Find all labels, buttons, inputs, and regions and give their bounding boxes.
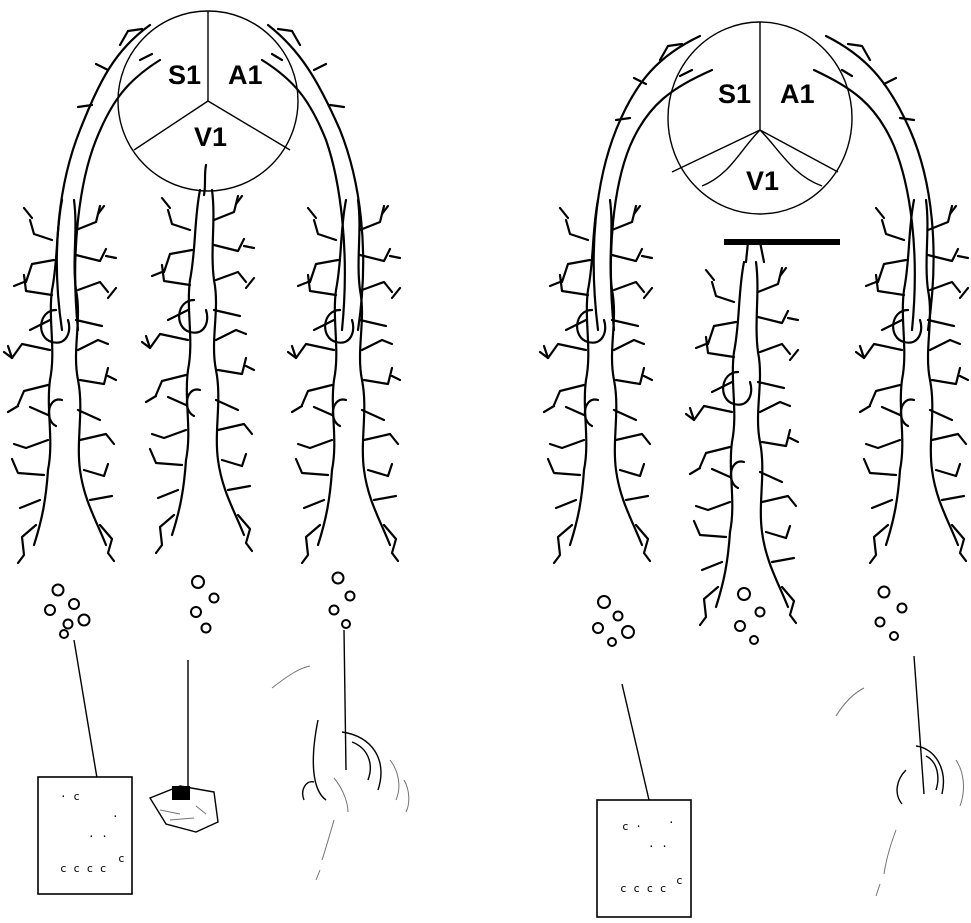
right-s1-label: S1	[718, 79, 751, 109]
vesicle-icon	[598, 596, 610, 608]
vesicle-icon	[593, 623, 603, 633]
svg-text:c c c c: c c c c	[620, 882, 666, 895]
vesicle-icon	[879, 587, 890, 598]
left-pathway-1	[4, 200, 116, 563]
right-a1-label: A1	[780, 79, 815, 109]
vesicle-icon	[735, 621, 745, 631]
svg-text:·: ·	[112, 810, 119, 823]
left-vesicles-1	[45, 585, 90, 639]
svg-text:c: c	[118, 852, 125, 865]
vesicle-icon	[756, 608, 765, 617]
left-a1-label: A1	[228, 60, 263, 90]
right-pathway-3	[856, 200, 968, 563]
left-ear-sketch-icon	[272, 666, 409, 880]
vesicle-icon	[333, 573, 344, 584]
right-v1-label: V1	[746, 166, 779, 196]
left-panel: S1 A1 V1	[4, 11, 409, 894]
left-retina-sketch-icon	[150, 786, 218, 832]
svg-text:c ·: c ·	[622, 820, 642, 833]
right-vesicles-1	[593, 596, 634, 646]
right-vesicles-2	[735, 588, 765, 644]
right-vesicles-3	[876, 587, 907, 641]
right-panel: S1 A1 V1	[540, 22, 968, 917]
vesicle-icon	[614, 612, 623, 621]
vesicle-icon	[192, 576, 204, 588]
vesicle-icon	[191, 607, 201, 617]
vesicle-icon	[64, 620, 73, 629]
left-pathway-2-link	[204, 165, 206, 195]
svg-text:·: ·	[668, 816, 675, 829]
svg-text:· ·: · ·	[648, 840, 668, 853]
vesicle-icon	[330, 606, 339, 615]
left-vesicles-3	[330, 573, 355, 629]
svg-text:c: c	[676, 874, 683, 887]
vesicle-icon	[346, 592, 355, 601]
vesicle-icon	[202, 624, 211, 633]
right-cortex: S1 A1 V1	[668, 22, 852, 214]
svg-text:c c c c: c c c c	[60, 862, 106, 875]
vesicle-icon	[53, 585, 64, 596]
vesicle-icon	[45, 605, 55, 615]
left-skin-box-icon: · c · · · c c c c c	[38, 777, 132, 894]
right-pathway-1	[540, 200, 652, 563]
svg-text:· ·: · ·	[88, 830, 108, 843]
right-pathway-2	[686, 262, 798, 625]
left-hearing-line	[344, 630, 346, 770]
vesicle-icon	[876, 618, 885, 627]
left-pathway-2	[142, 190, 254, 553]
vesicle-icon	[60, 630, 68, 638]
right-skin-box-icon: c · · · · c c c c c	[597, 800, 691, 917]
svg-text:· c: · c	[60, 790, 80, 803]
vesicle-icon	[342, 620, 350, 628]
right-ear-sketch-icon	[836, 688, 963, 896]
left-vesicles-2	[191, 576, 219, 633]
vesicle-icon	[79, 615, 90, 626]
left-cortex: S1 A1 V1	[118, 11, 298, 191]
vesicle-icon	[622, 626, 634, 638]
vesicle-icon	[890, 632, 898, 640]
vesicle-icon	[69, 599, 79, 609]
vesicle-icon	[738, 588, 750, 600]
right-hearing-line	[914, 656, 924, 794]
vesicle-icon	[608, 638, 616, 646]
vesicle-icon	[210, 594, 219, 603]
right-arch-twigs	[616, 44, 914, 120]
left-arch-outer-right	[262, 25, 363, 330]
vesicle-icon	[750, 636, 758, 644]
left-v1-label: V1	[194, 122, 227, 152]
right-arch-outer-right	[814, 36, 934, 330]
left-s1-label: S1	[168, 60, 201, 90]
vesicle-icon	[898, 604, 907, 613]
